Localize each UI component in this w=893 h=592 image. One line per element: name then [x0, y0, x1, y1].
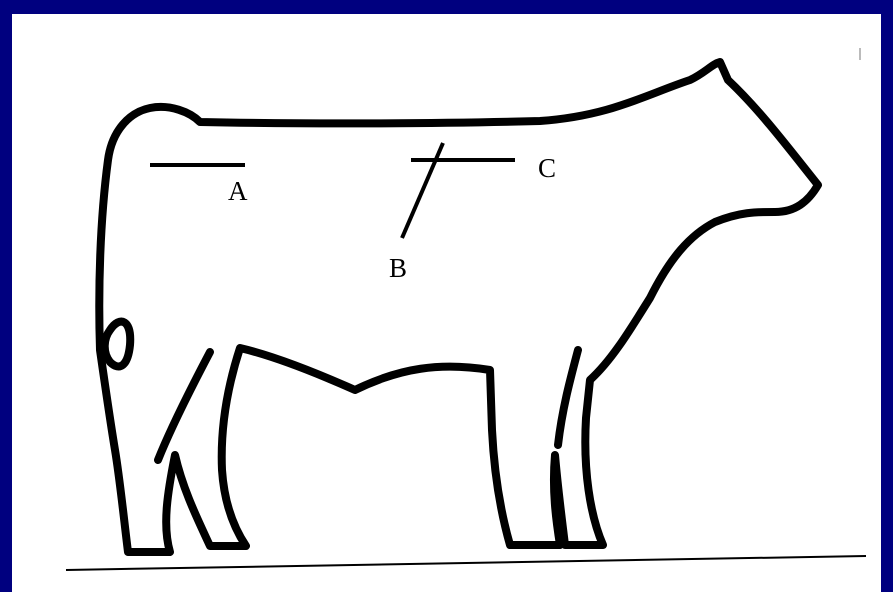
- marker-b-line: [400, 142, 445, 239]
- label-a: A: [228, 176, 248, 206]
- label-c: C: [538, 153, 556, 183]
- label-b: B: [389, 253, 407, 283]
- ground-line: [65, 555, 867, 571]
- cow-outline: [95, 58, 822, 556]
- front-leg-inner: [554, 346, 582, 449]
- cow-tail: [100, 317, 135, 371]
- rear-leg-inner: [154, 348, 214, 464]
